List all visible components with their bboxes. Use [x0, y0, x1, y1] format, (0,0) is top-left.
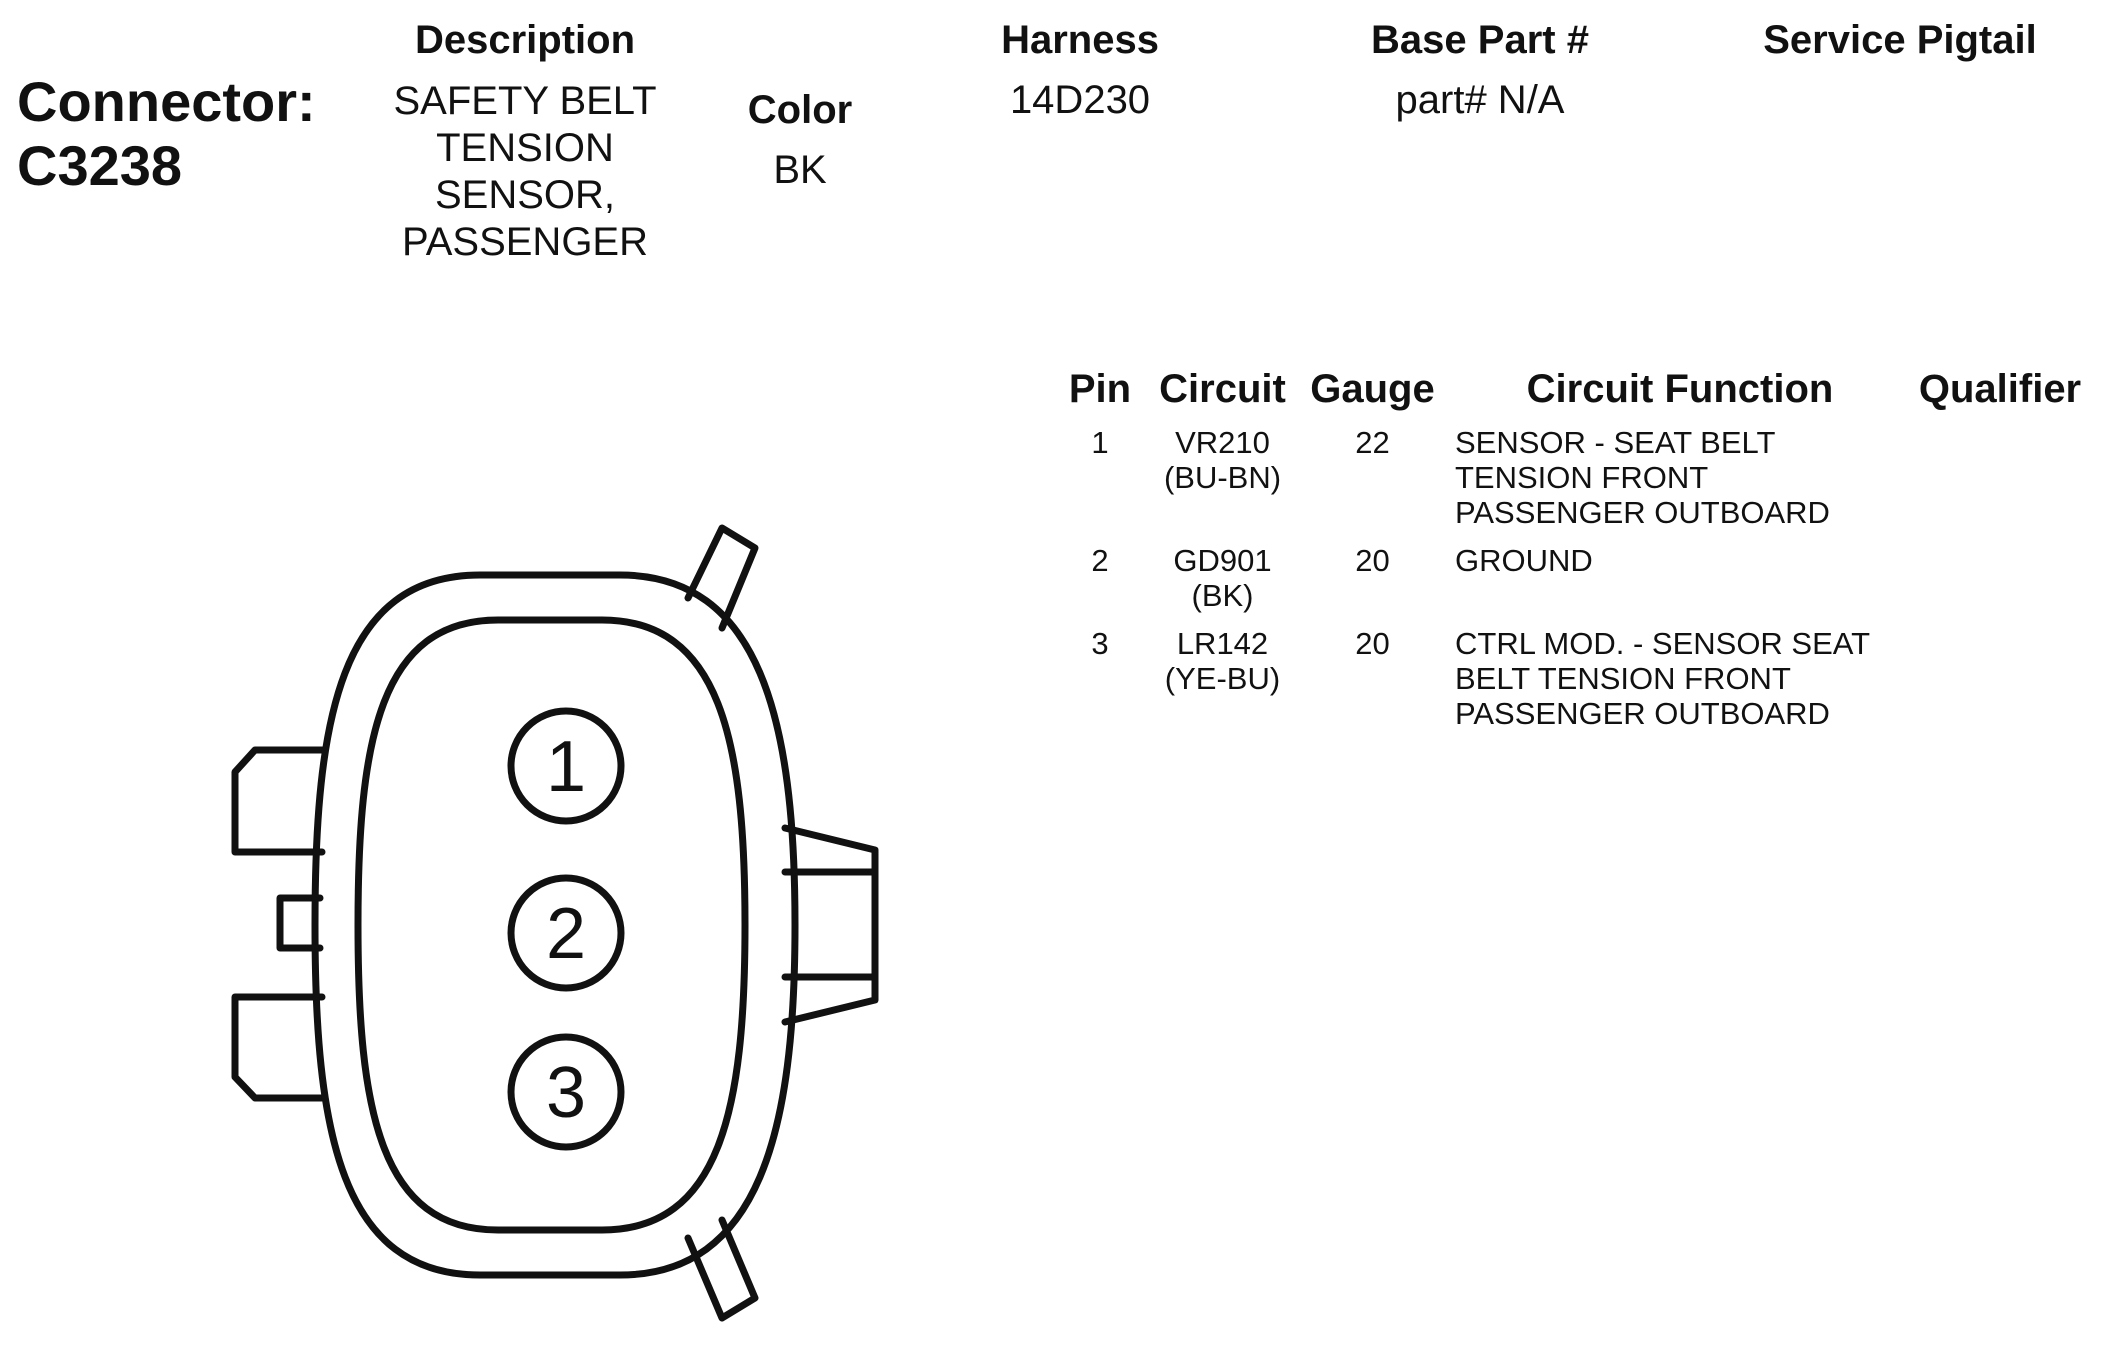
harness-heading: Harness — [1001, 18, 1159, 62]
pin-2-label: 2 — [546, 894, 586, 974]
function-line: PASSENGER OUTBOARD — [1455, 495, 1830, 530]
inner-cavity — [354, 616, 749, 1234]
circuit-color: (YE-BU) — [1164, 661, 1281, 696]
left-upper-tab — [231, 746, 326, 856]
column-header-gauge: Gauge — [1310, 367, 1435, 411]
column-header-pin: Pin — [1068, 367, 1132, 411]
pin-2-circle — [507, 874, 625, 992]
description-text: SAFETY BELT TENSION SENSOR, PASSENGER — [360, 78, 690, 266]
service-pigtail-heading: Service Pigtail — [1763, 18, 2037, 62]
table-row-3-gauge: 20 — [1355, 626, 1390, 661]
table-row-2-pin: 2 — [1091, 543, 1109, 578]
outer-housing — [311, 571, 799, 1279]
function-line: CTRL MOD. - SENSOR SEAT — [1455, 626, 1871, 661]
function-line: GROUND — [1455, 543, 1593, 578]
table-row-3-pin: 3 — [1091, 626, 1109, 661]
description-line: SENSOR, — [434, 173, 616, 217]
function-line: TENSION FRONT — [1455, 460, 1709, 495]
table-row-1-function: SENSOR - SEAT BELT TENSION FRONT PASSENG… — [1455, 425, 1895, 530]
circuit-code: LR142 — [1176, 626, 1269, 661]
table-row-2-function: GROUND — [1455, 543, 1895, 578]
function-line: BELT TENSION FRONT — [1455, 661, 1791, 696]
pin-3-circle — [507, 1033, 625, 1151]
table-row-2-circuit: GD901 (BK) — [1150, 543, 1295, 613]
bottom-latch — [684, 1216, 759, 1322]
harness-value: 14D230 — [1009, 78, 1151, 122]
description-line: TENSION — [436, 126, 614, 170]
description-line: SAFETY BELT — [393, 79, 657, 123]
description-heading: Description — [414, 18, 636, 62]
base-part-value: part# N/A — [1395, 78, 1565, 122]
function-line: SENSOR - SEAT BELT — [1455, 425, 1776, 460]
right-tab — [781, 824, 879, 1026]
circuit-code: VR210 — [1175, 425, 1270, 460]
color-value: BK — [773, 148, 827, 192]
table-row-3-function: CTRL MOD. - SENSOR SEAT BELT TENSION FRO… — [1455, 626, 1895, 731]
table-row-1-gauge: 22 — [1355, 425, 1390, 460]
column-header-circuit-function: Circuit Function — [1526, 367, 1834, 411]
table-row-2-gauge: 20 — [1355, 543, 1390, 578]
table-row-1-circuit: VR210 (BU-BN) — [1150, 425, 1295, 495]
pin-3-label: 3 — [546, 1053, 586, 1133]
column-header-circuit: Circuit — [1159, 367, 1286, 411]
pin-1-circle — [507, 707, 625, 825]
column-header-qualifier: Qualifier — [1918, 367, 2082, 411]
connector-label: Connector: — [17, 70, 316, 133]
table-row-1-pin: 1 — [1091, 425, 1109, 460]
circuit-code: GD901 — [1173, 543, 1272, 578]
left-lower-tab — [231, 993, 326, 1102]
pin-1-label: 1 — [546, 727, 586, 807]
table-row-3-circuit: LR142 (YE-BU) — [1150, 626, 1295, 696]
connector-title: Connector: C3238 — [17, 70, 316, 198]
description-line: PASSENGER — [402, 220, 648, 264]
connector-id: C3238 — [17, 134, 183, 197]
base-part-heading: Base Part # — [1371, 18, 1589, 62]
top-latch — [684, 524, 759, 632]
function-line: PASSENGER OUTBOARD — [1455, 696, 1830, 731]
left-small-tab — [276, 894, 324, 952]
color-heading: Color — [747, 88, 853, 132]
circuit-color: (BU-BN) — [1163, 460, 1282, 495]
circuit-color: (BK) — [1191, 578, 1254, 613]
